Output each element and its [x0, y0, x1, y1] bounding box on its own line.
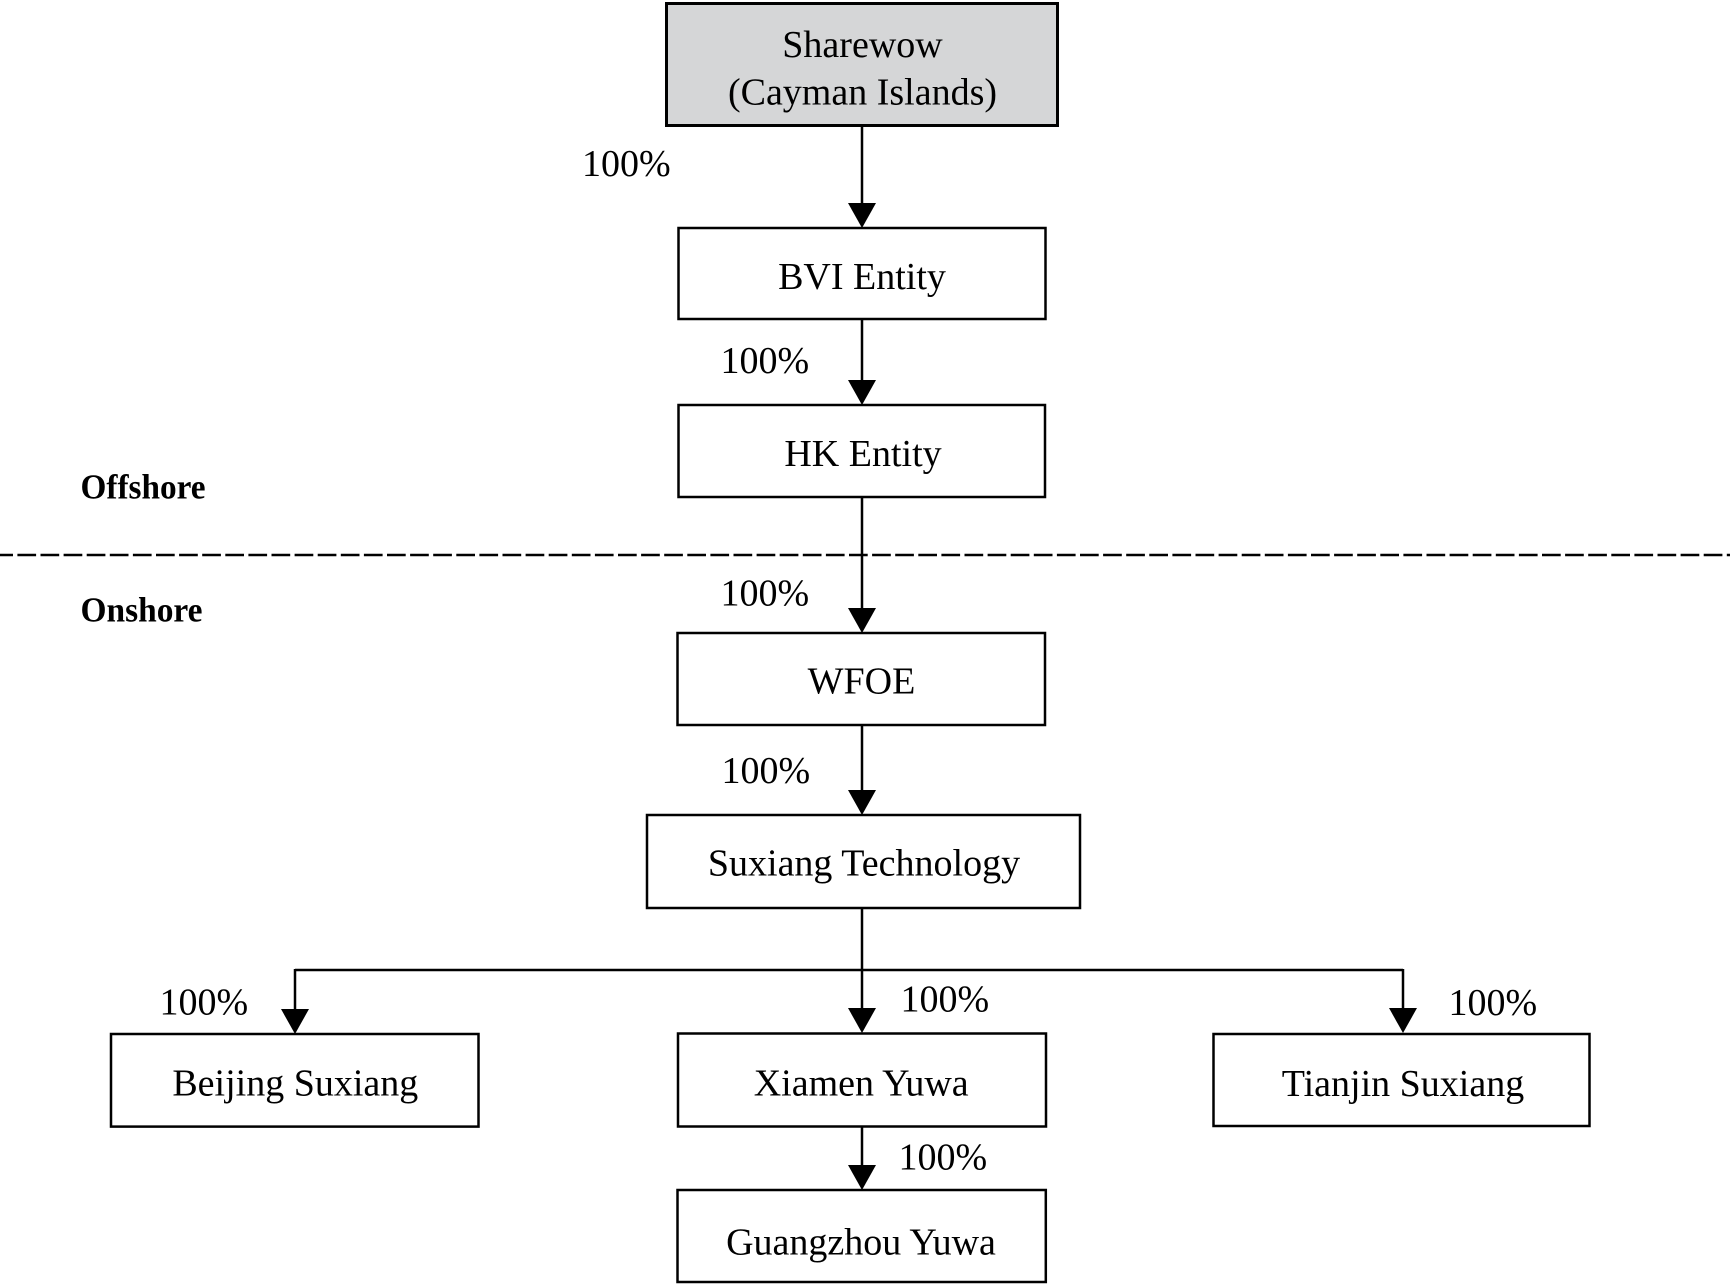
svg-text:100%: 100% [721, 340, 810, 382]
svg-text:BVI Entity: BVI Entity [778, 256, 946, 298]
svg-text:Guangzhou Yuwa: Guangzhou Yuwa [726, 1222, 996, 1264]
svg-text:100%: 100% [901, 979, 990, 1021]
svg-text:HK Entity: HK Entity [784, 433, 941, 475]
svg-text:Tianjin Suxiang: Tianjin Suxiang [1282, 1063, 1524, 1105]
svg-text:Offshore: Offshore [81, 468, 206, 507]
svg-text:100%: 100% [160, 982, 249, 1024]
svg-text:100%: 100% [722, 750, 811, 792]
svg-text:WFOE: WFOE [808, 661, 916, 703]
svg-text:Sharewow: Sharewow [782, 24, 943, 66]
svg-text:100%: 100% [721, 573, 810, 615]
svg-text:Suxiang Technology: Suxiang Technology [708, 843, 1020, 885]
svg-text:100%: 100% [582, 143, 671, 185]
svg-text:100%: 100% [1449, 982, 1538, 1024]
svg-text:(Cayman Islands): (Cayman Islands) [728, 72, 997, 114]
svg-text:Xiamen Yuwa: Xiamen Yuwa [754, 1062, 969, 1104]
svg-text:100%: 100% [899, 1136, 988, 1178]
svg-text:Onshore: Onshore [81, 591, 203, 630]
svg-text:Beijing Suxiang: Beijing Suxiang [172, 1062, 418, 1104]
